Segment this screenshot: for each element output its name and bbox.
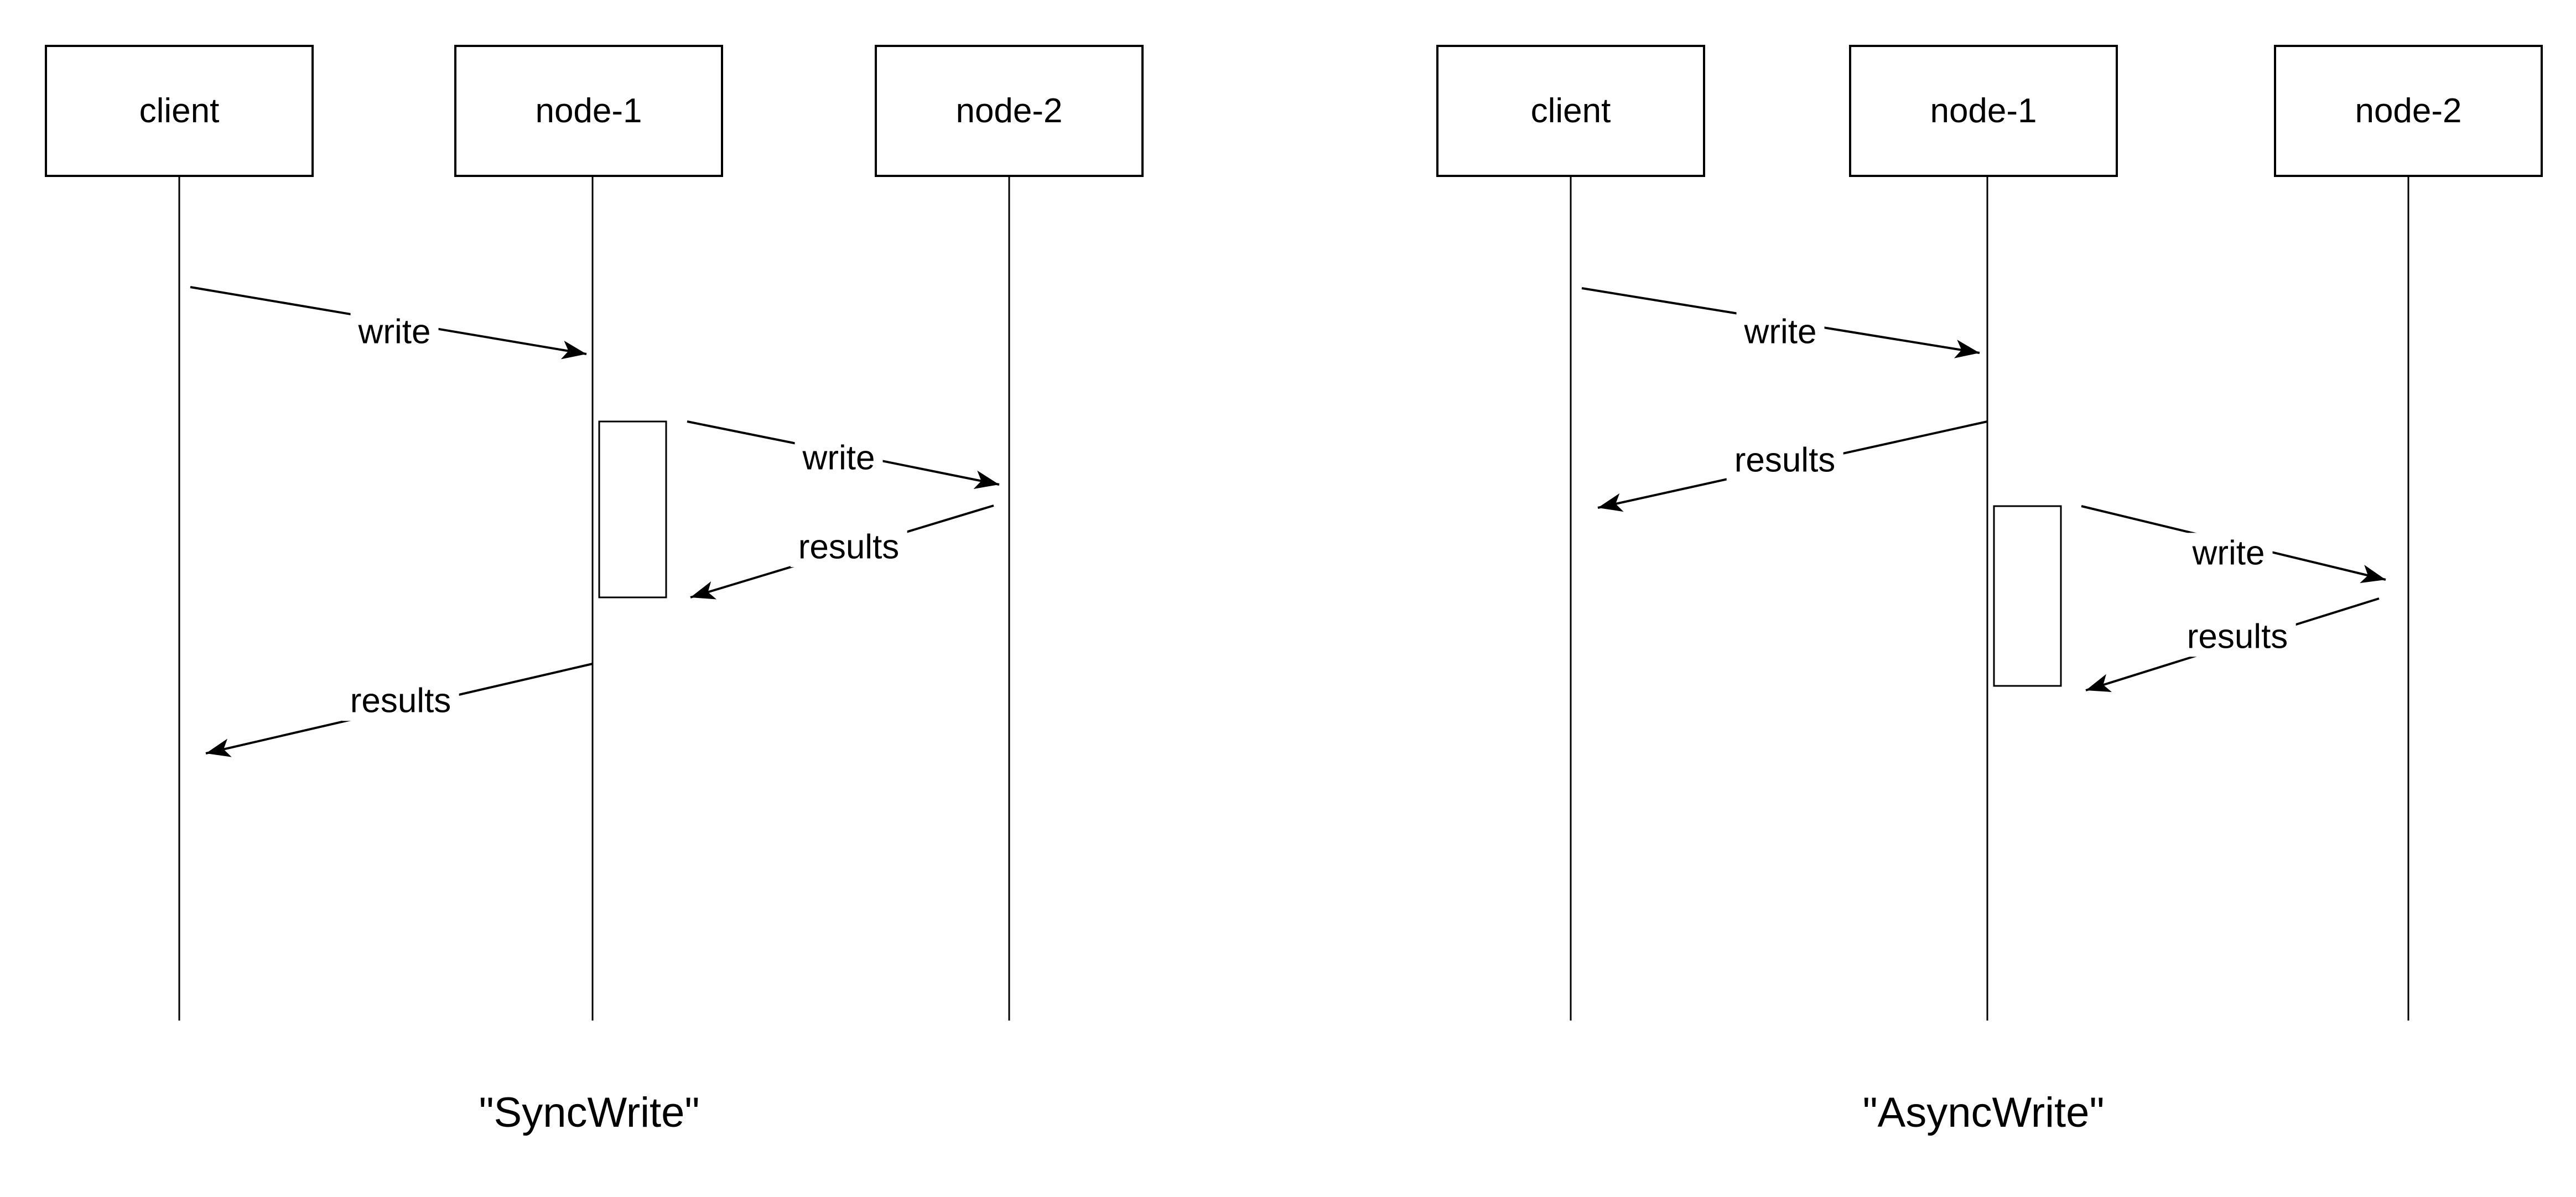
message-label-sync-results-1: results (790, 527, 907, 568)
actor-box-async-node-2: node-2 (2274, 45, 2543, 177)
activation-box-async-node-1 (1993, 505, 2062, 687)
actor-box-sync-client: client (45, 45, 314, 177)
actor-box-async-node-1: node-1 (1849, 45, 2118, 177)
diagram-caption-async: "AsyncWrite" (1862, 1089, 2105, 1137)
actor-box-sync-node-2: node-2 (875, 45, 1144, 177)
message-label-sync-results-2: results (342, 680, 459, 721)
actor-box-sync-node-1: node-1 (454, 45, 723, 177)
message-label-sync-write-1: write (350, 311, 439, 352)
message-label-async-write-2: write (2184, 533, 2273, 574)
message-label-async-results-2: results (2179, 616, 2296, 657)
message-label-async-results-1: results (1726, 440, 1843, 481)
diagram-caption-sync: "SyncWrite" (479, 1089, 700, 1137)
activation-box-sync-node-1 (598, 420, 667, 598)
actor-box-async-client: client (1436, 45, 1705, 177)
message-label-sync-write-2: write (794, 438, 883, 478)
message-label-async-write-1: write (1736, 311, 1825, 352)
